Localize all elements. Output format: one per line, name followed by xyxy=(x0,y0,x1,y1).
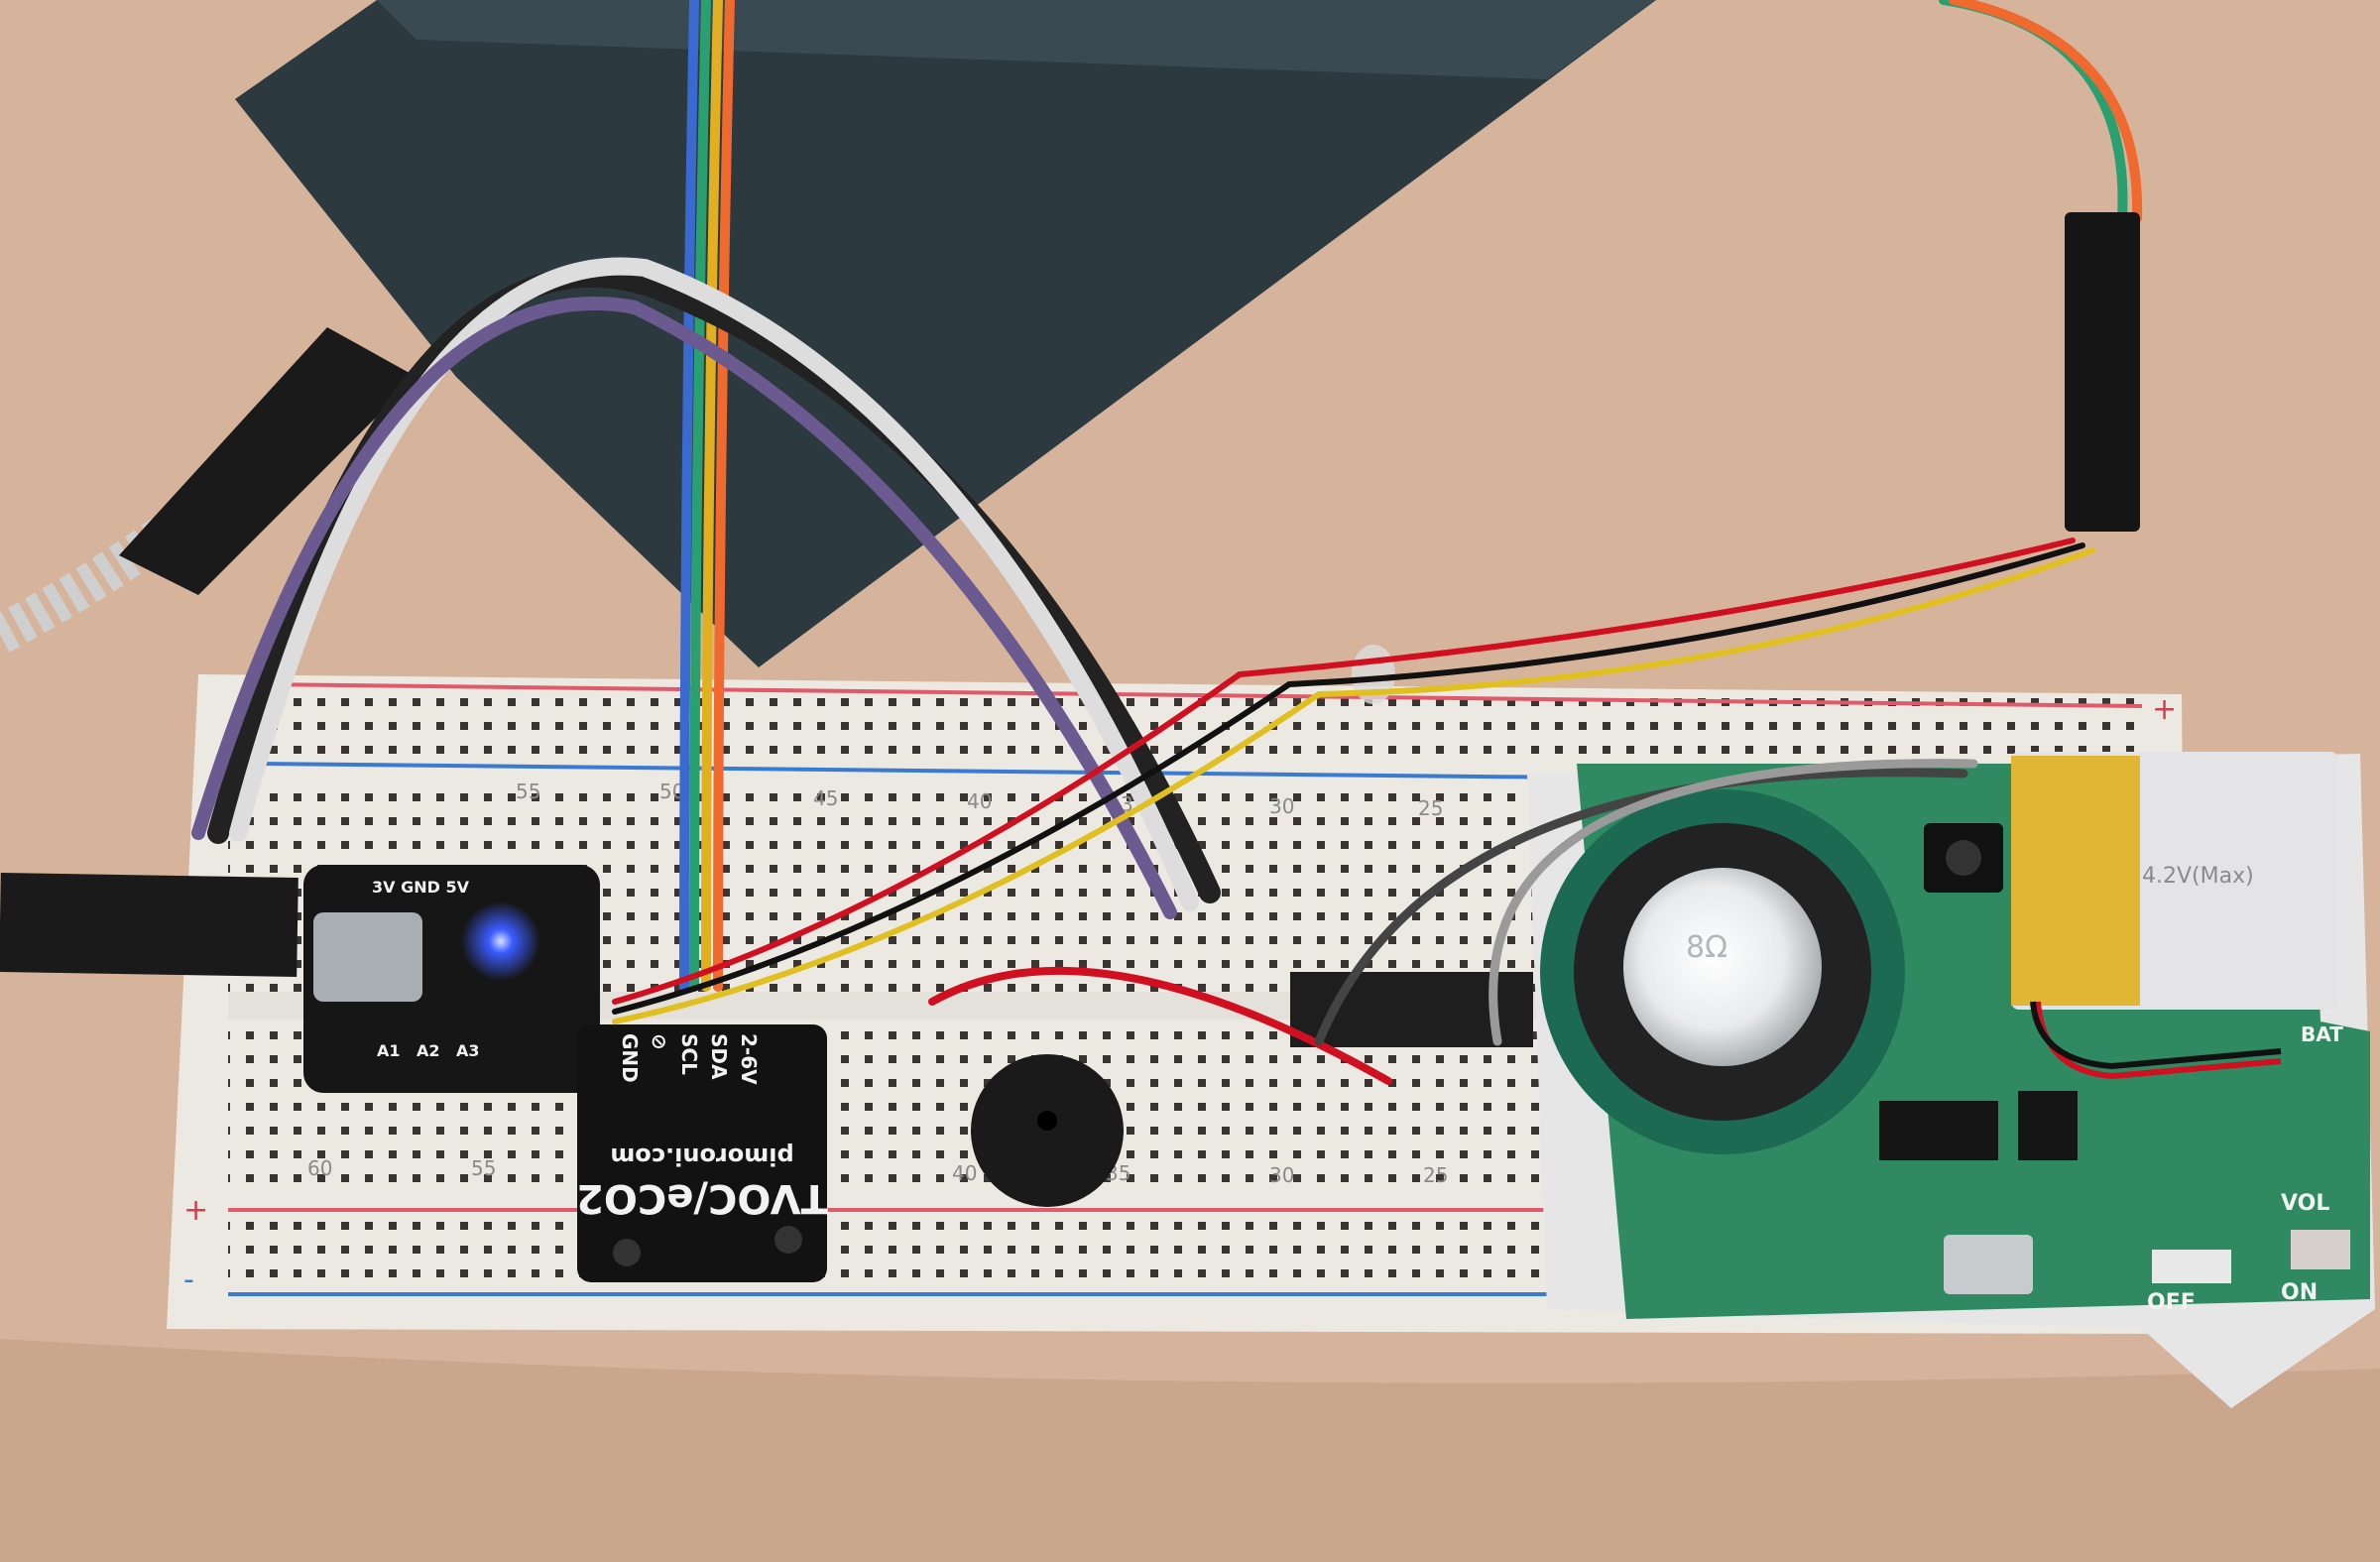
column-number: 60 xyxy=(307,1156,332,1180)
pin-label-gnd: GND xyxy=(618,1033,642,1083)
power-bank xyxy=(235,0,1656,667)
gray-wire xyxy=(1314,768,1968,1046)
rail-minus-label: - xyxy=(183,1262,194,1297)
sensor-brand: pimoroni.com xyxy=(610,1142,793,1170)
sensor-pcb xyxy=(577,1024,827,1282)
pin-label-scl: SCL xyxy=(677,1033,701,1075)
mcu-pin-label: A2 xyxy=(416,1041,440,1060)
battery-voltage-label: 4.2V(Max) xyxy=(2142,864,2254,889)
light-gray-wire xyxy=(1488,759,1978,1046)
sensor-pin-labels: GND ⊘ SCL SDA 2-6V xyxy=(618,1033,761,1085)
mcu-pin-label: A1 xyxy=(377,1041,401,1060)
speaker-cone xyxy=(1623,868,1822,1066)
pin-label-int: ⊘ xyxy=(648,1033,671,1050)
on-label: ON xyxy=(2281,1280,2318,1305)
white-ribbon-wire xyxy=(229,257,1199,911)
yellow-signal-wire xyxy=(612,547,2095,1024)
buzzer-hole xyxy=(1037,1111,1057,1131)
column-number: 25 xyxy=(1423,1163,1448,1187)
jumper-wires xyxy=(191,0,2143,1085)
vol-button[interactable] xyxy=(2291,1230,2350,1269)
usb-c-cable xyxy=(0,873,298,977)
column-number: 55 xyxy=(471,1156,496,1180)
sensor-title: TVOC/eCO2 xyxy=(576,1175,828,1221)
rail-plus-label: + xyxy=(183,1193,208,1228)
black-signal-wire xyxy=(612,542,2085,1015)
column-number: 45 xyxy=(813,786,838,810)
column-number: 40 xyxy=(967,789,992,813)
table-shadow xyxy=(0,1339,2380,1562)
battery-red-wire xyxy=(2035,1001,2282,1080)
column-number: 30 xyxy=(1269,794,1294,818)
off-label: OFF xyxy=(2147,1290,2196,1315)
rail-plus-label-right: + xyxy=(2152,692,2177,727)
column-number: 25 xyxy=(1418,796,1443,820)
buzzer-red-wire xyxy=(928,966,1392,1085)
bottom-power-rail[interactable] xyxy=(228,1220,1547,1279)
column-number: 40 xyxy=(952,1161,977,1185)
column-number: 30 xyxy=(1269,1163,1294,1187)
push-button-cap[interactable] xyxy=(1946,840,1981,876)
mcu-pin-label: A3 xyxy=(456,1041,480,1060)
pin-label-vin: 2-6V xyxy=(737,1033,761,1085)
bat-label: BAT xyxy=(2301,1022,2343,1046)
dupont-connector xyxy=(2065,212,2140,532)
pin-label-sda: SDA xyxy=(707,1033,731,1080)
micro-usb-port[interactable] xyxy=(1944,1235,2033,1294)
power-switch[interactable] xyxy=(2152,1250,2231,1283)
mcu-top-label: 3V GND 5V xyxy=(372,878,470,897)
vol-label: VOL xyxy=(2281,1191,2329,1216)
red-signal-wire xyxy=(612,538,2076,1005)
blue-status-led xyxy=(461,901,540,981)
mounting-hole xyxy=(774,1226,802,1254)
column-number: 55 xyxy=(516,780,540,803)
mounting-hole xyxy=(613,1239,641,1266)
yellow-wire xyxy=(701,0,723,992)
orange-wire xyxy=(713,0,735,992)
top-rail-red-line xyxy=(257,682,2143,708)
ic-chip xyxy=(1879,1101,1998,1160)
blue-wire xyxy=(679,0,699,992)
purple-ribbon-wire xyxy=(191,297,1177,919)
usb-plug xyxy=(119,327,416,595)
usb-c-port[interactable] xyxy=(313,912,422,1002)
speaker-label: 8Ω xyxy=(1686,930,1727,965)
green-wire xyxy=(689,0,711,992)
ic-chip xyxy=(2018,1091,2078,1160)
battery-tape xyxy=(2011,756,2140,1006)
orange-ribbon-top xyxy=(1949,0,2143,223)
battery-black-wire xyxy=(2030,1001,2282,1070)
tvoc-eco2-sensor-board: TVOC/eCO2 pimoroni.com GND ⊘ SCL SDA 2-6… xyxy=(576,1024,828,1282)
